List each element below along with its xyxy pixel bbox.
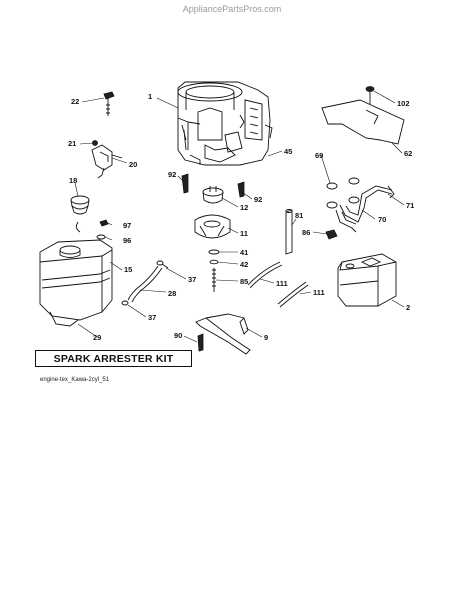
diagram-caption: engine-tex_Kawa-2cyl_51 (40, 377, 110, 383)
callout-21: 21 (68, 139, 76, 148)
callout-12: 12 (240, 203, 248, 212)
callout-92-left: 92 (168, 170, 176, 179)
callout-96: 96 (123, 236, 131, 245)
engine-drawing (177, 81, 273, 166)
callout-22: 22 (71, 97, 79, 106)
part-2-muffler-drawing (337, 253, 397, 307)
callout-15: 15 (124, 265, 132, 274)
callout-2: 2 (406, 303, 410, 312)
part-18-drawing (70, 195, 90, 215)
callout-111-upper: 111 (276, 279, 288, 288)
center-stack-drawing (181, 173, 245, 292)
callout-85: 85 (240, 277, 248, 286)
part-96-97-drawing (75, 219, 109, 240)
spark-arrester-kit-label: SPARK ARRESTER KIT (35, 350, 192, 367)
part-86-drawing (325, 229, 338, 240)
callout-37-upper: 37 (188, 275, 196, 284)
part-28-37-hoses-drawing (121, 260, 169, 306)
part-69-70-71-drawing (326, 177, 395, 233)
callout-69: 69 (315, 151, 323, 160)
callout-28: 28 (168, 289, 176, 298)
callout-90: 90 (174, 331, 182, 340)
part-9-90-drawing (195, 313, 251, 355)
lead-lines (74, 90, 405, 343)
callout-9: 9 (264, 333, 268, 342)
callout-111-lower: 111 (313, 288, 325, 297)
part-15-fuel-tank-drawing (39, 239, 113, 327)
callout-62: 62 (404, 149, 412, 158)
callout-71: 71 (406, 201, 414, 210)
callout-70: 70 (378, 215, 386, 224)
callout-37-lower: 37 (148, 313, 156, 322)
watermark: AppliancePartsPros.com (182, 4, 282, 14)
callout-11: 11 (240, 229, 248, 238)
part-20-21-drawing (91, 140, 123, 179)
callout-1: 1 (148, 92, 152, 101)
part-22-drawing (103, 91, 115, 116)
part-111-cables-drawing (247, 261, 309, 308)
callout-29: 29 (93, 333, 101, 342)
callout-18: 18 (69, 176, 77, 185)
callout-labels: 1 22 21 20 18 97 96 15 37 28 37 29 92 92… (68, 92, 414, 342)
callout-102: 102 (397, 99, 410, 108)
part-62-102-drawing (321, 86, 405, 145)
callout-41: 41 (240, 248, 248, 257)
callout-45: 45 (284, 147, 292, 156)
callout-92-right: 92 (254, 195, 262, 204)
part-81-drawing (285, 209, 293, 255)
callout-42: 42 (240, 260, 248, 269)
callout-81: 81 (295, 211, 303, 220)
callout-20: 20 (129, 160, 137, 169)
callout-97: 97 (123, 221, 131, 230)
callout-86: 86 (302, 228, 310, 237)
